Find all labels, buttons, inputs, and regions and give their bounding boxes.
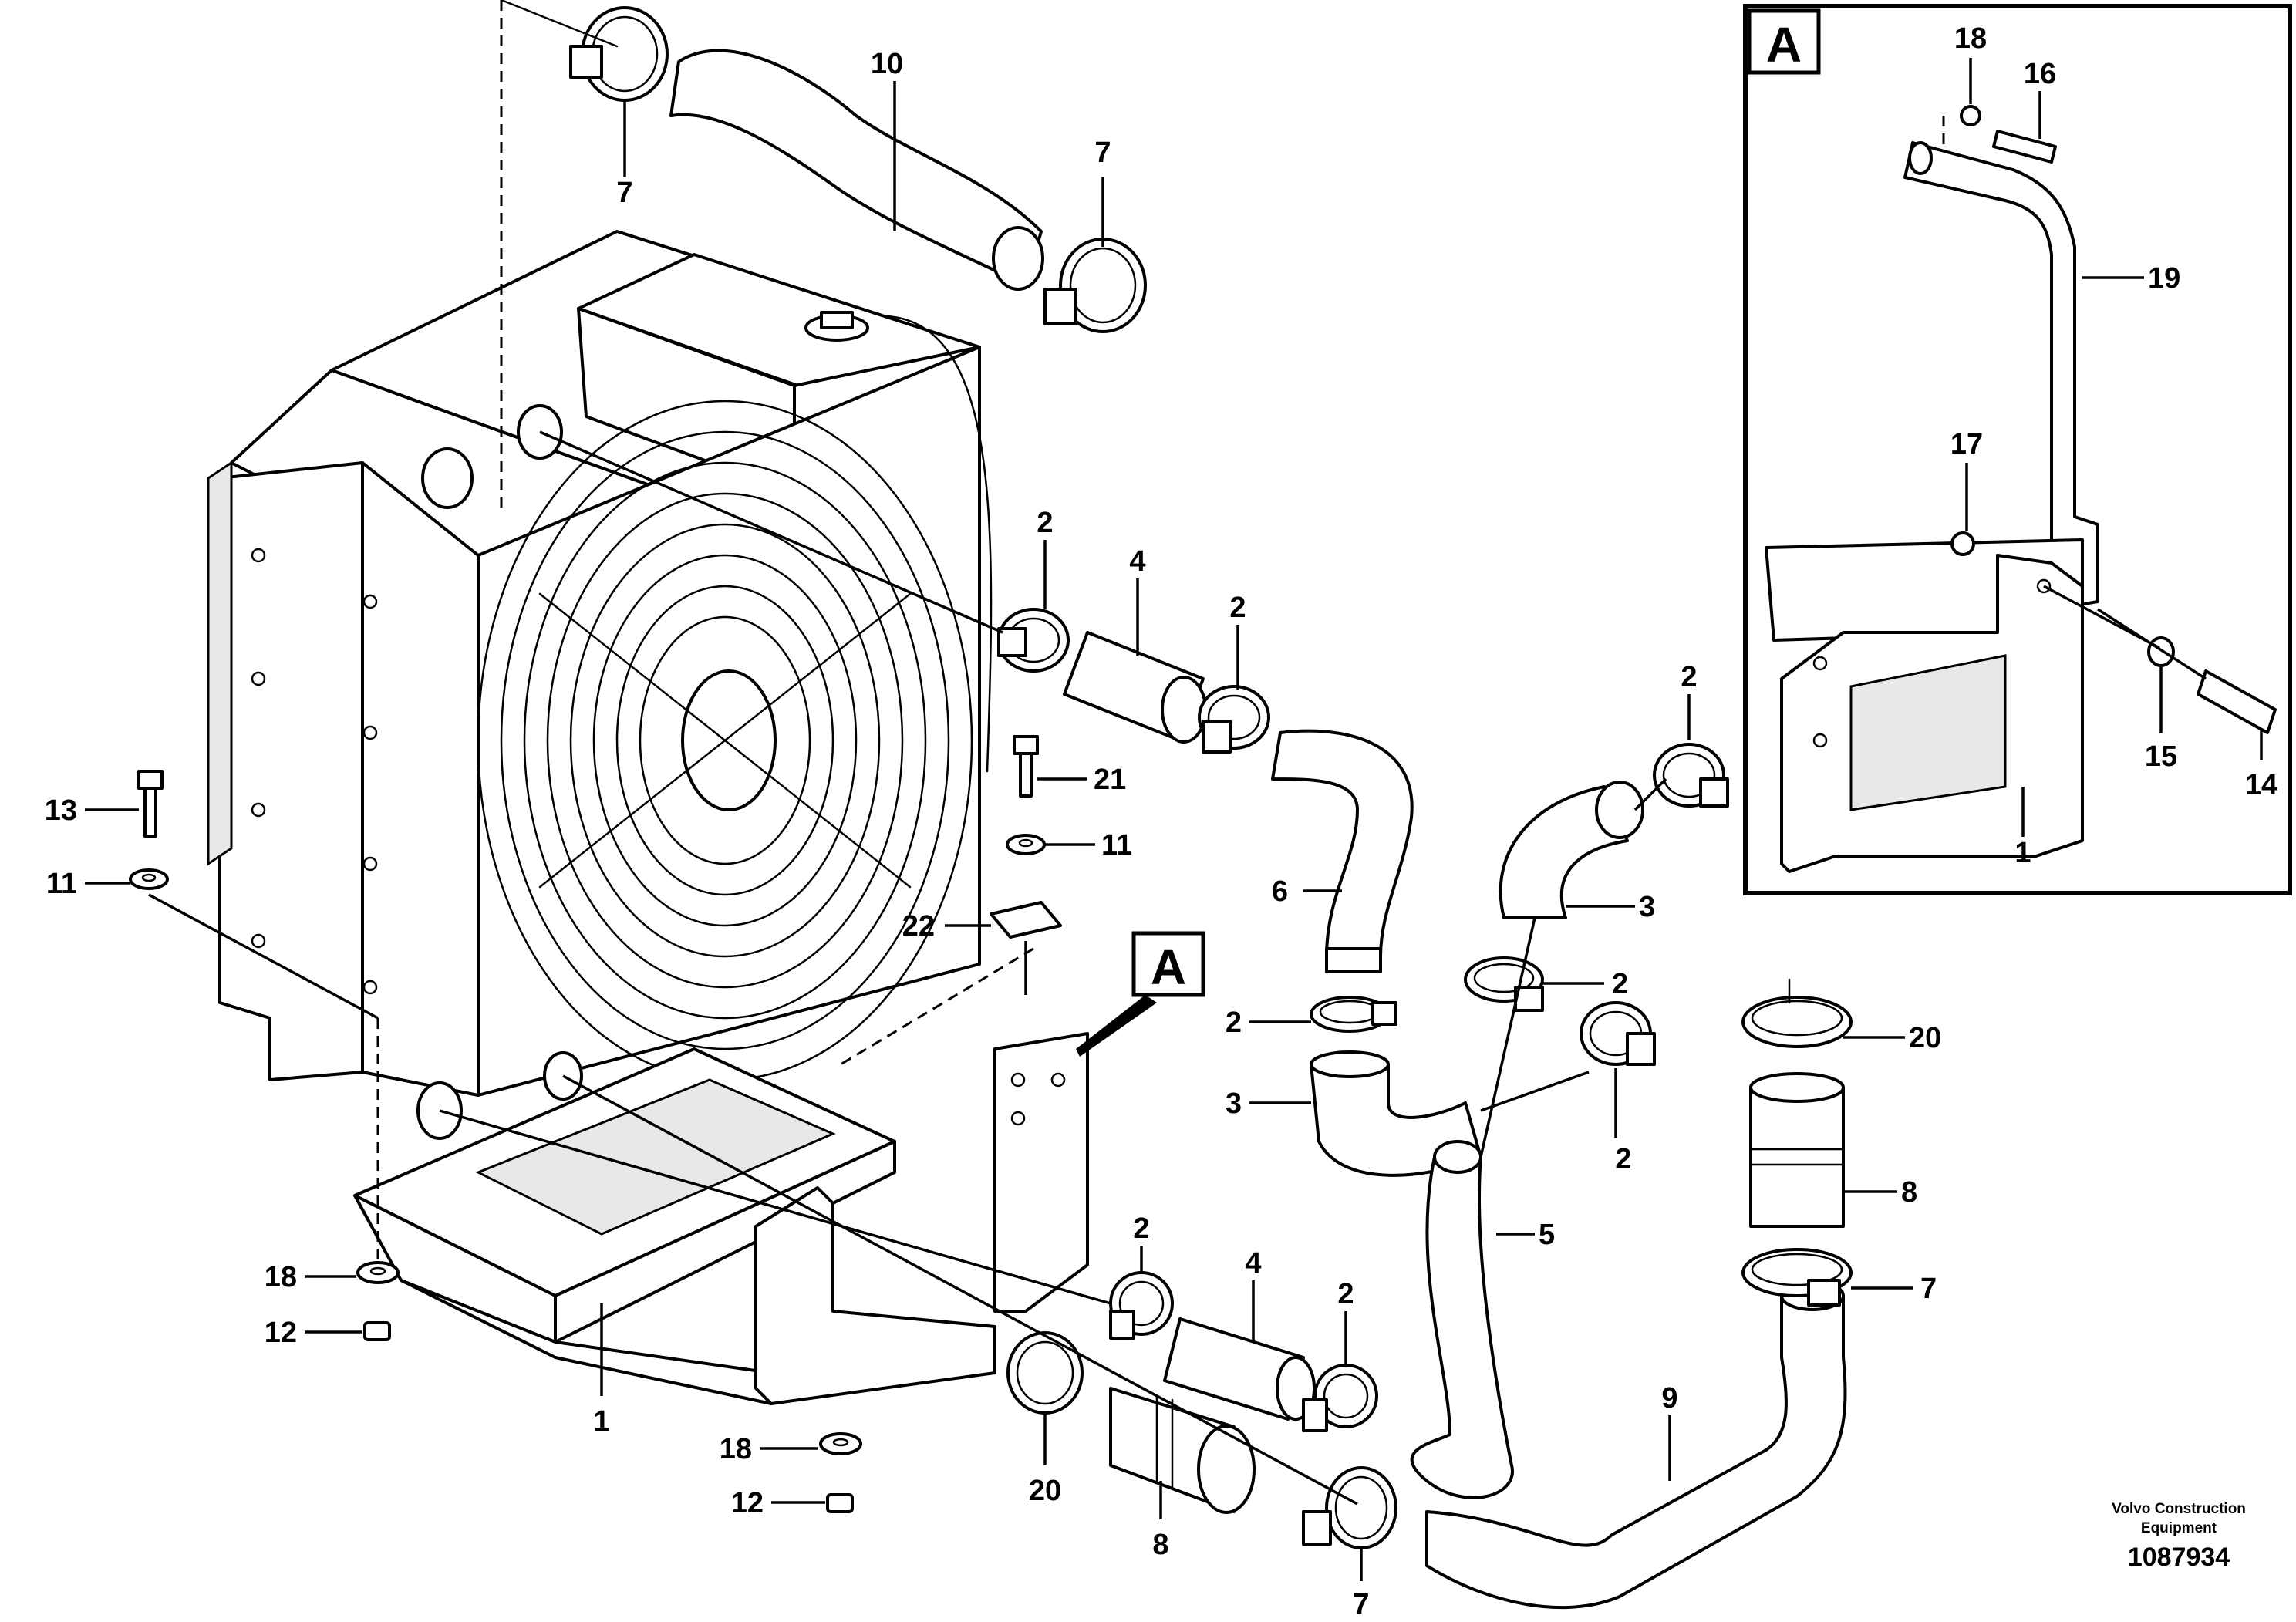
callout-15: 15 bbox=[2145, 740, 2177, 773]
callout-4-upper: 4 bbox=[1129, 545, 1145, 578]
callout-leaders bbox=[85, 58, 2263, 1581]
radiator-assembly bbox=[207, 230, 993, 1140]
nut-12-right bbox=[826, 1493, 854, 1513]
callout-3-lower: 3 bbox=[1226, 1088, 1242, 1120]
clamp-2-upper-b bbox=[1198, 685, 1270, 754]
callout-11-left: 11 bbox=[46, 868, 77, 900]
hose-5 bbox=[1410, 1140, 1514, 1499]
fan-guard bbox=[477, 400, 973, 1081]
hose-4-lower bbox=[1163, 1317, 1316, 1421]
callout-5: 5 bbox=[1539, 1219, 1555, 1251]
washer-11-right bbox=[1006, 834, 1046, 855]
footer-block: Volvo Construction Equipment 1087934 bbox=[2112, 1501, 2246, 1572]
callout-11-right: 11 bbox=[1101, 829, 1132, 862]
callout-8-right: 8 bbox=[1901, 1176, 1917, 1209]
callout-21: 21 bbox=[1094, 764, 1126, 796]
clamp-20-lower bbox=[1006, 1331, 1084, 1415]
callout-20-lower: 20 bbox=[1029, 1475, 1061, 1507]
callout-2-d: 2 bbox=[1612, 968, 1628, 1000]
callout-7-top-left: 7 bbox=[616, 177, 632, 209]
callout-8-lower: 8 bbox=[1152, 1529, 1168, 1561]
hose-8-lower bbox=[1109, 1387, 1256, 1514]
washer-18-right bbox=[819, 1432, 862, 1455]
maker-line-2: Equipment bbox=[2141, 1520, 2217, 1536]
callout-20-right: 20 bbox=[1909, 1022, 1941, 1054]
callout-7-right: 7 bbox=[1920, 1273, 1937, 1305]
drawing-number: 1087934 bbox=[2128, 1543, 2230, 1572]
callout-3-upper: 3 bbox=[1639, 891, 1655, 923]
clamp-7-top-right bbox=[1043, 238, 1147, 333]
base-frame bbox=[353, 1032, 1089, 1405]
clamp-2-right-low bbox=[1580, 1001, 1656, 1066]
callout-2-a: 2 bbox=[1037, 507, 1053, 539]
callout-2-c: 2 bbox=[1226, 1007, 1242, 1039]
callout-12-right: 12 bbox=[731, 1487, 764, 1519]
callout-22: 22 bbox=[902, 910, 935, 943]
clamp-7-top-left bbox=[569, 6, 669, 102]
clamp-20-right bbox=[1741, 978, 1853, 1048]
callout-7-top-right: 7 bbox=[1094, 137, 1111, 169]
callout-14: 14 bbox=[2245, 769, 2277, 801]
hose-10-top bbox=[669, 49, 1044, 291]
callout-2-b: 2 bbox=[1229, 592, 1246, 624]
clamp-2-right-mid bbox=[1464, 956, 1544, 1012]
clamp-2-upper-a bbox=[997, 608, 1070, 673]
hose-4-upper bbox=[1063, 631, 1207, 744]
wedge-22 bbox=[990, 901, 1062, 939]
callout-12-left: 12 bbox=[265, 1317, 297, 1349]
clamp-2-lower-b bbox=[1302, 1364, 1378, 1432]
hose-6 bbox=[1271, 729, 1414, 973]
callout-6: 6 bbox=[1272, 875, 1288, 908]
clamp-2-mid bbox=[1310, 996, 1397, 1033]
washer-18-left bbox=[356, 1261, 400, 1284]
bolt-21 bbox=[1013, 735, 1039, 798]
callout-18-left: 18 bbox=[265, 1261, 297, 1293]
hose-3-upper bbox=[1499, 781, 1644, 919]
callout-10: 10 bbox=[871, 48, 903, 80]
callout-2-g: 2 bbox=[1133, 1212, 1149, 1245]
detail-a-pointer: A bbox=[1076, 931, 1205, 1057]
clamp-7-right bbox=[1741, 1248, 1853, 1307]
detail-tag: A bbox=[1766, 17, 1802, 73]
callout-16: 16 bbox=[2024, 58, 2056, 90]
callout-2-f: 2 bbox=[1615, 1143, 1631, 1175]
clamp-2-right-top bbox=[1653, 743, 1729, 808]
callout-2-e: 2 bbox=[1681, 661, 1697, 693]
callout-9: 9 bbox=[1661, 1382, 1677, 1415]
maker-line-1: Volvo Construction bbox=[2112, 1501, 2246, 1517]
hose-8-right bbox=[1749, 1072, 1845, 1228]
callout-7-lower: 7 bbox=[1353, 1588, 1369, 1620]
assembly-dashed-lines bbox=[148, 0, 1034, 1265]
callout-18-inset: 18 bbox=[1954, 22, 1987, 55]
callout-1-inset: 1 bbox=[2014, 837, 2031, 869]
washer-11-left bbox=[129, 868, 169, 890]
clamp-2-lower-a bbox=[1109, 1271, 1174, 1340]
callout-18-right: 18 bbox=[720, 1433, 752, 1465]
callout-labels: 10 7 7 2 4 2 6 2 3 3 2 2 2 5 20 8 7 9 2 … bbox=[45, 22, 2277, 1620]
callout-4-lower: 4 bbox=[1245, 1247, 1261, 1280]
callout-1-main: 1 bbox=[593, 1405, 609, 1438]
nut-12-left bbox=[363, 1321, 391, 1341]
clamp-7-lower bbox=[1302, 1466, 1397, 1549]
detail-pointer-tag: A bbox=[1151, 939, 1186, 995]
detail-view-a: A bbox=[1743, 4, 2292, 895]
routing-lines bbox=[439, 430, 1667, 1506]
callout-19: 19 bbox=[2148, 262, 2180, 295]
callout-17: 17 bbox=[1950, 428, 1983, 460]
bolt-13 bbox=[137, 770, 164, 838]
callout-13: 13 bbox=[45, 794, 77, 827]
callout-2-h: 2 bbox=[1337, 1278, 1354, 1310]
